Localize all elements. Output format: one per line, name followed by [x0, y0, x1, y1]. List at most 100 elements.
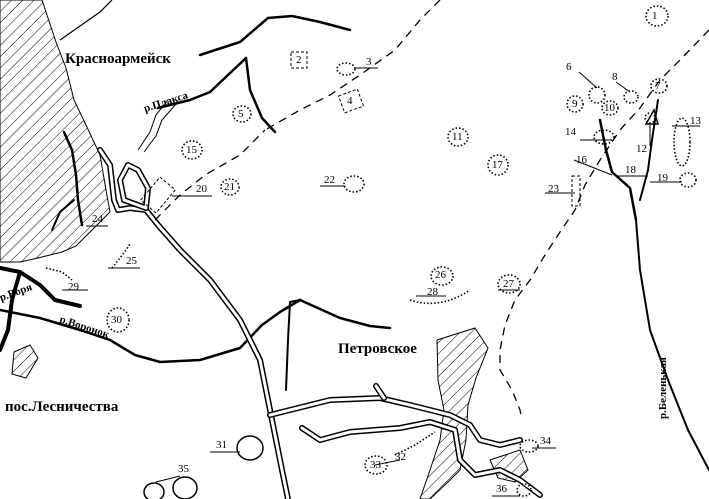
site-label-12: 12 [636, 143, 647, 155]
river-left-tributary-2 [51, 199, 75, 231]
site-label-28: 28 [427, 286, 438, 298]
krasnoarmeisk-built-area [0, 0, 111, 263]
site-label-11: 11 [452, 131, 463, 143]
site-35-marker-b [172, 476, 198, 499]
site-label-32: 32 [395, 451, 406, 463]
leader-lines [62, 67, 700, 497]
site-15-marker [181, 140, 203, 160]
site-17-marker [487, 154, 509, 176]
site-32-marker [394, 431, 436, 456]
site-8-marker [623, 90, 639, 104]
road-petrovskoe [267, 395, 523, 448]
site-label-6: 6 [566, 61, 572, 73]
site-label-10: 10 [604, 102, 615, 114]
site-label-35: 35 [178, 463, 189, 475]
site-3-marker [336, 62, 356, 76]
site-label-25: 25 [126, 255, 137, 267]
site-23-marker [571, 175, 581, 207]
site-11-marker [447, 127, 469, 147]
river-petrovskoe [298, 298, 392, 330]
site-label-30: 30 [111, 314, 122, 326]
site-21-marker [220, 178, 240, 196]
site-label-4: 4 [347, 95, 353, 107]
site-4-marker [337, 88, 365, 114]
site-label-13: 13 [690, 115, 701, 127]
river-plaksa-upper [198, 14, 352, 57]
site-14-marker [593, 129, 615, 145]
site-markers [45, 5, 697, 497]
site-12-triangle [644, 108, 659, 125]
site-label-19: 19 [657, 172, 668, 184]
river-vorya-south [0, 270, 22, 352]
site-label-27: 27 [503, 278, 514, 290]
river-plaksa-branch [244, 56, 277, 134]
river-left-tributary [62, 130, 84, 227]
petrovskoe-built-area [419, 327, 489, 499]
site-28-marker [409, 289, 471, 305]
site-20-marker [139, 176, 177, 214]
roads [97, 147, 543, 499]
site-label-16: 16 [576, 154, 587, 166]
site-label-34: 34 [540, 435, 551, 447]
river-belenkaya-east [639, 99, 659, 201]
site-label-8: 8 [612, 71, 618, 83]
town-label-krasnoarmeisk: Красноармейск [65, 51, 171, 67]
site-label-26: 26 [435, 269, 446, 281]
site-label-29: 29 [68, 281, 79, 293]
southeast-built-area [489, 449, 529, 483]
road-petrovskoe-west [299, 419, 543, 498]
road-main [97, 147, 291, 499]
site-30-marker [106, 307, 130, 333]
town-label-petrovskoe: Петровское [338, 341, 417, 357]
town-label-lesnichestva: пос.Лесничества [5, 399, 119, 415]
site-label-21: 21 [224, 181, 235, 193]
site-2-marker [290, 51, 308, 69]
rivers [0, 14, 709, 471]
site-label-3: 3 [366, 56, 372, 68]
trail-northeast [264, 0, 441, 131]
site-label-14: 14 [565, 126, 576, 138]
site-25-marker [111, 243, 131, 269]
site-12-marker [644, 112, 656, 124]
river-vorya [0, 266, 82, 308]
road-plaksa [137, 99, 169, 151]
site-31-marker [236, 435, 264, 461]
site-label-24: 24 [92, 213, 103, 225]
river-south-branch [285, 299, 301, 391]
site-rectangles [139, 51, 581, 214]
road-plaksa-2 [143, 103, 177, 153]
trail-east [499, 29, 709, 421]
site-label-31: 31 [216, 439, 227, 451]
site-label-33: 33 [370, 459, 381, 471]
site-label-22: 22 [324, 174, 335, 186]
river-plaksa [156, 56, 248, 110]
site-label-23: 23 [548, 183, 559, 195]
lesnichestva-built-area [11, 344, 39, 379]
site-35-marker-a [143, 482, 165, 499]
site-26-marker [430, 266, 454, 286]
road-loop [117, 162, 151, 211]
site-label-5: 5 [238, 108, 244, 120]
site-19-marker [679, 172, 697, 188]
site-label-7: 7 [655, 80, 661, 92]
site-5-marker [232, 105, 252, 123]
site-label-15: 15 [186, 144, 197, 156]
site-9-marker [566, 95, 584, 113]
solid-sites [143, 108, 659, 499]
site-label-18: 18 [625, 164, 636, 176]
road-north-petrovskoe [373, 383, 387, 401]
river-voronok [0, 298, 302, 364]
site-label-1: 1 [652, 10, 658, 22]
site-29-marker [45, 267, 73, 281]
site-1-marker [645, 5, 669, 27]
site-10-marker [601, 100, 619, 116]
site-label-9: 9 [572, 98, 578, 110]
site-34-marker [519, 439, 539, 453]
road-north [59, 0, 113, 41]
river-belenkaya [635, 219, 709, 471]
site-label-36: 36 [496, 483, 507, 495]
dashed-trails [154, 0, 709, 421]
site-6-marker [588, 86, 606, 104]
